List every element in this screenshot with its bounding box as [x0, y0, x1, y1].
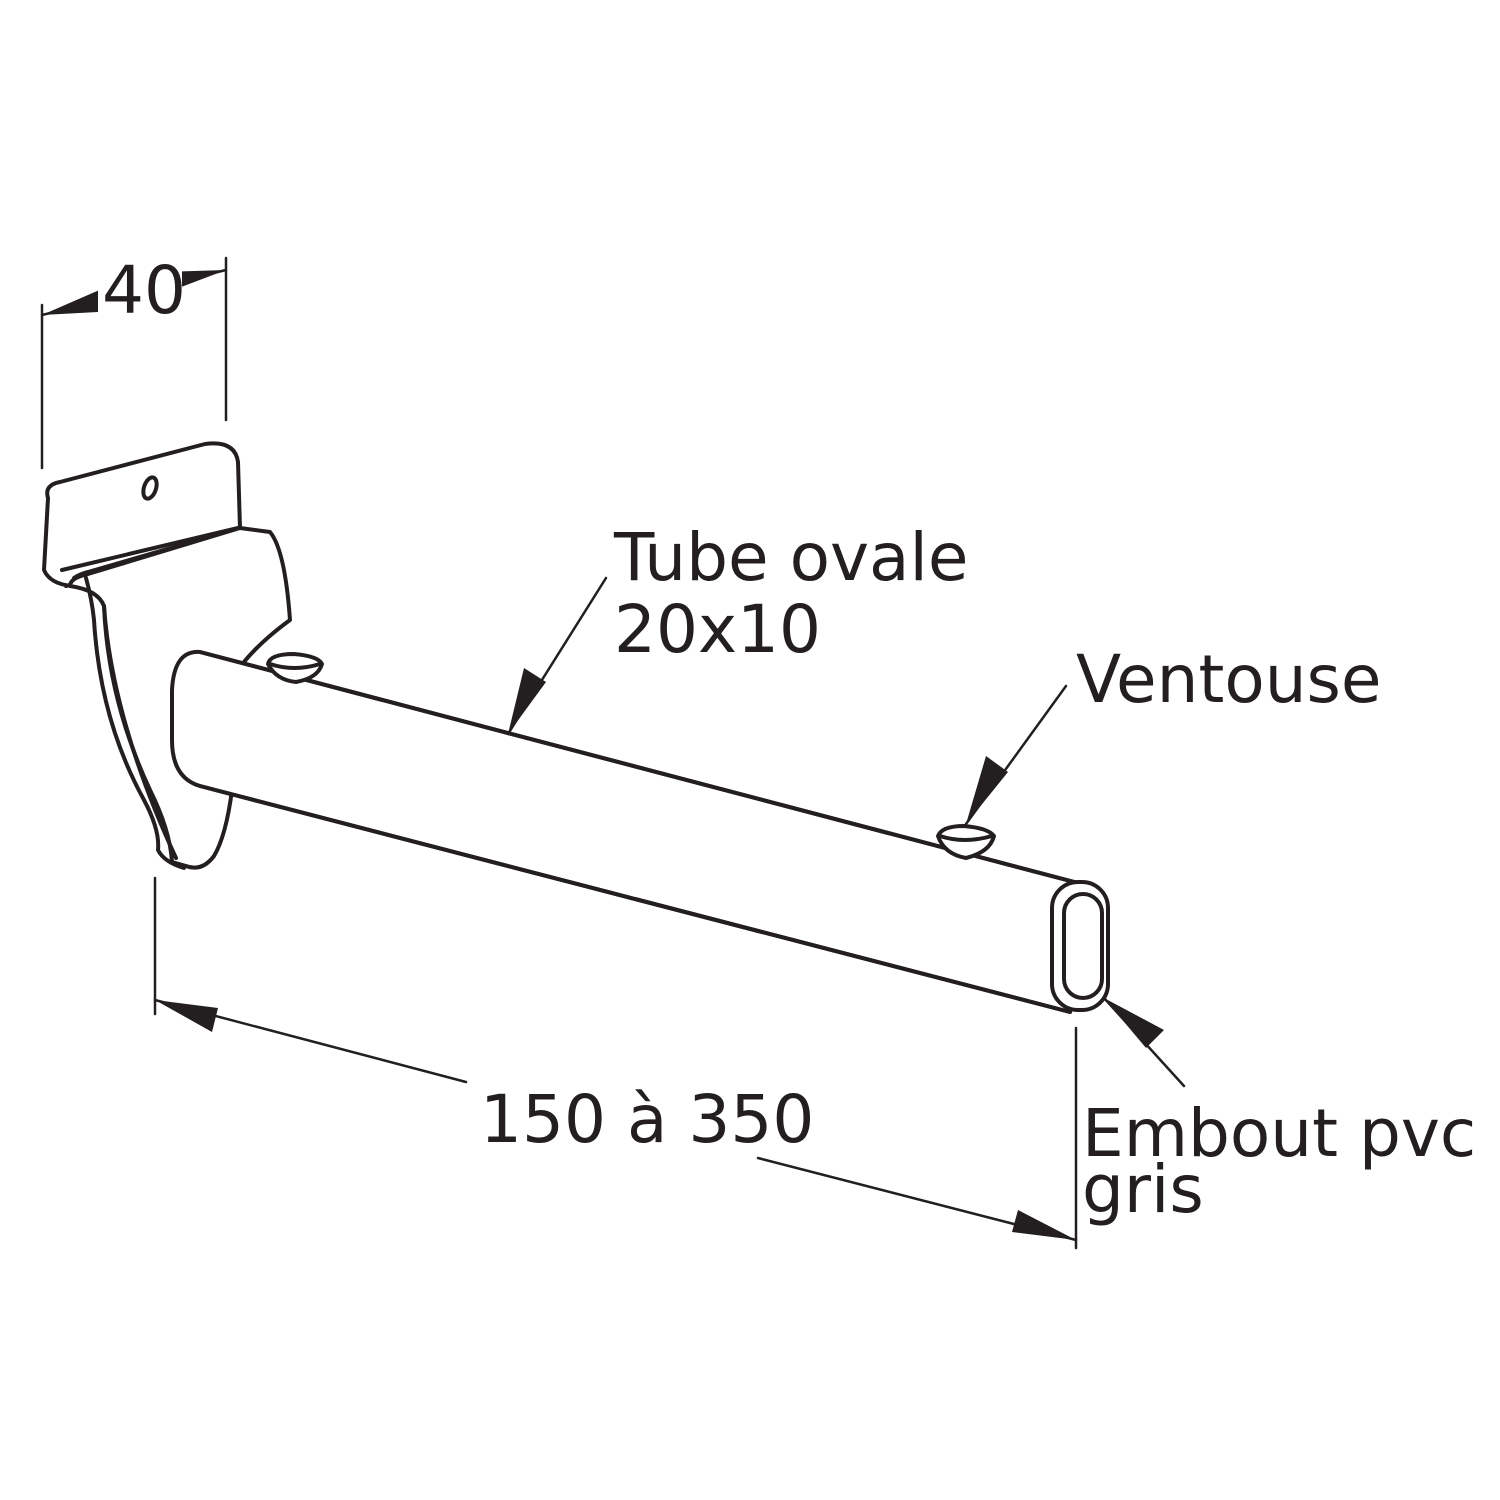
tube-label-line1: Tube ovale: [613, 519, 968, 596]
suction-leader-arrow: [966, 756, 1008, 824]
length-arrow-left: [155, 1000, 218, 1032]
length-arrow-right: [1012, 1210, 1076, 1240]
length-dimension-label: 150 à 350: [480, 1081, 814, 1158]
suction-cup-right: [936, 824, 996, 860]
tube-top-edge: [198, 650, 1084, 886]
end-cap-inner: [1062, 892, 1104, 1000]
suction-leader: [964, 684, 1068, 826]
endcap-label-line1: Embout pvc: [1082, 1095, 1476, 1172]
support-arm-edge: [84, 576, 186, 870]
suction-cup-left-rim: [268, 662, 322, 670]
suction-label: Ventouse: [1076, 641, 1382, 718]
mounting-hole: [141, 475, 159, 501]
suction-cup-right-rim: [938, 834, 994, 842]
length-dimension: [153, 876, 1078, 1250]
tube-label-line2: 20x10: [614, 591, 821, 668]
wall-plate-fold: [60, 526, 240, 572]
tube-bottom-edge: [198, 784, 1072, 1014]
pvc-end-cap: [1050, 880, 1110, 1012]
endcap-leader: [1102, 996, 1186, 1088]
width-label-background: [98, 262, 182, 314]
width-dimension-label: 40: [102, 252, 186, 329]
suction-cup-left: [266, 652, 324, 684]
support-arm-inner-edge: [102, 604, 178, 860]
endcap-leader-arrow: [1104, 998, 1164, 1048]
width-arrow-left: [42, 288, 104, 315]
width-dimension: 40: [40, 252, 228, 470]
oval-tube: [170, 649, 1084, 1014]
tube-leader-arrow: [508, 668, 546, 734]
tube-leader: [506, 576, 608, 736]
endcap-label-line2: gris: [1082, 1151, 1204, 1228]
